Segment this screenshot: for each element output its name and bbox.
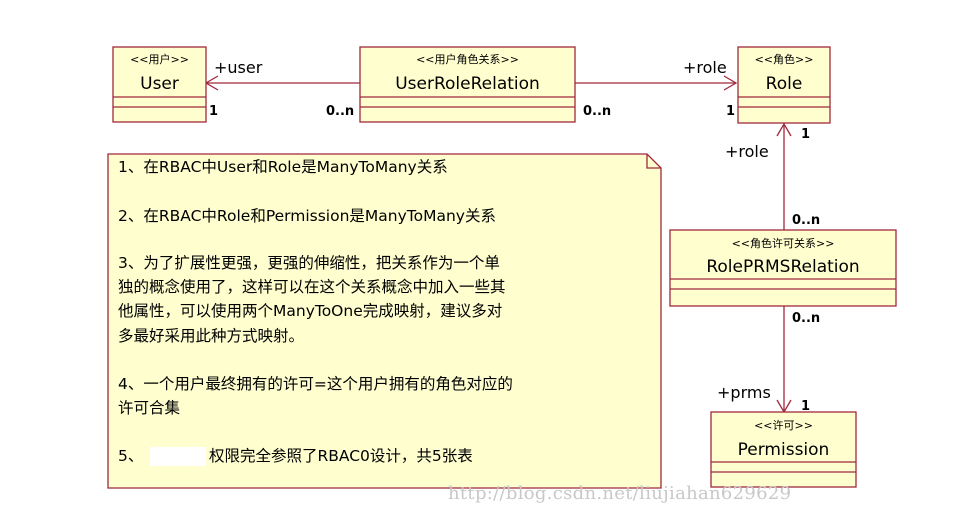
multiplicity-role-0n: 0..n — [583, 104, 611, 119]
multiplicity-user-1: 1 — [209, 104, 218, 119]
class-name: RolePRMSRelation — [706, 257, 859, 277]
class-stereotype: <<用户>> — [130, 52, 189, 66]
class-box — [359, 46, 576, 123]
class-stereotype: <<角色>> — [755, 52, 814, 66]
note-line-1: 1、在RBAC中User和Role是ManyToMany关系 — [118, 158, 448, 176]
class-name: Permission — [738, 440, 830, 460]
multiplicity-prms-1: 1 — [801, 399, 810, 414]
class-role[interactable]: <<角色>> Role — [737, 46, 831, 124]
note-line-5: 他属性，可以使用两个ManyToOne完成映射，建议多对 — [118, 302, 502, 320]
role-name-role-side: +role — [725, 142, 769, 161]
multiplicity-user-0n: 0..n — [326, 104, 354, 119]
class-user-role-relation[interactable]: <<用户角色关系>> UserRoleRelation — [359, 46, 576, 123]
association-user — [204, 75, 360, 91]
role-name-user: +user — [214, 58, 263, 77]
class-box — [669, 229, 897, 307]
multiplicity-prms-0n: 0..n — [792, 311, 820, 326]
class-user[interactable]: <<用户>> User — [112, 46, 207, 123]
multiplicity-role-side-0n: 0..n — [792, 213, 820, 228]
watermark: http://blog.csdn.net/liujiahan629629 — [448, 483, 791, 504]
class-role-prms-relation[interactable]: <<角色许可关系>> RolePRMSRelation — [669, 229, 897, 307]
note-line-7: 4、一个用户最终拥有的许可=这个用户拥有的角色对应的 — [118, 374, 513, 393]
arrowhead-icon — [723, 75, 738, 91]
arrowhead-icon — [776, 122, 792, 137]
note-line-6: 多最好采用此种方式映射。 — [118, 327, 304, 345]
note-line-3: 3、为了扩展性更强，更强的伸缩性，把关系作为一个单 — [118, 254, 500, 272]
note-line-2: 2、在RBAC中Role和Permission是ManyToMany关系 — [118, 207, 496, 225]
class-name: Role — [766, 74, 803, 94]
multiplicity-role-side-1: 1 — [801, 127, 810, 142]
class-stereotype: <<许可>> — [754, 419, 813, 432]
note-fold-icon — [646, 154, 661, 169]
association-permission — [776, 306, 792, 414]
multiplicity-role-1: 1 — [726, 104, 735, 119]
class-stereotype: <<用户角色关系>> — [416, 52, 519, 66]
note-line-8: 许可合集 — [118, 399, 180, 417]
note: 1、在RBAC中User和Role是ManyToMany关系 2、在RBAC中R… — [107, 153, 662, 489]
association-role-side — [776, 122, 792, 230]
class-stereotype: <<角色许可关系>> — [732, 236, 835, 250]
note-box — [107, 153, 662, 489]
role-name-role-top: +role — [683, 58, 727, 77]
role-name-prms: +prms — [717, 383, 771, 402]
class-box — [710, 411, 857, 488]
association-role-top — [575, 75, 738, 91]
class-permission[interactable]: <<许可>> Permission — [710, 411, 857, 488]
class-name: User — [140, 74, 179, 94]
class-box — [112, 46, 207, 123]
note-line-4: 独的概念使用了，这样可以在这个关系概念中加入一些其 — [118, 277, 506, 296]
class-name: UserRoleRelation — [395, 74, 540, 94]
class-box — [737, 46, 831, 124]
note-line-9-text: 权限完全参照了RBAC0设计，共5张表 — [209, 447, 473, 465]
note-line-9-number: 5、 — [118, 447, 143, 465]
redaction-block — [150, 447, 206, 466]
